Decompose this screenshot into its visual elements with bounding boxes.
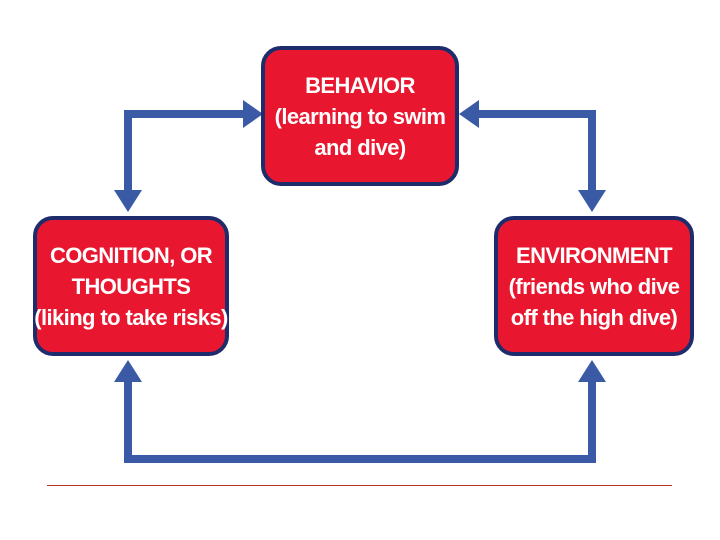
arrowhead-into-cognition-top bbox=[114, 190, 142, 212]
cognition-title-line2: THOUGHTS bbox=[71, 273, 191, 299]
arrowhead-into-behavior-right bbox=[459, 100, 479, 128]
cognition-title-line1: COGNITION, OR bbox=[49, 242, 213, 268]
behavior-title: BEHAVIOR bbox=[305, 72, 415, 98]
environment-detail-line1: (friends who dive bbox=[508, 273, 680, 299]
behavior-node: BEHAVIOR (learning to swim and dive) bbox=[261, 46, 459, 186]
behavior-detail-line1: (learning to swim bbox=[274, 103, 446, 129]
arrow-environment-behavior bbox=[479, 110, 596, 192]
arrow-cognition-environment bbox=[124, 382, 596, 463]
cognition-node: COGNITION, OR THOUGHTS (liking to take r… bbox=[33, 216, 229, 356]
arrowhead-into-environment-top bbox=[578, 190, 606, 212]
divider-line bbox=[47, 485, 672, 486]
environment-detail-line2: off the high dive) bbox=[510, 304, 678, 330]
environment-node: ENVIRONMENT (friends who dive off the hi… bbox=[494, 216, 694, 356]
environment-title: ENVIRONMENT bbox=[516, 242, 673, 268]
arrowhead-into-environment-bottom bbox=[578, 360, 606, 382]
arrowhead-into-cognition-bottom bbox=[114, 360, 142, 382]
arrowhead-into-behavior-left bbox=[243, 100, 263, 128]
cognition-detail: (liking to take risks) bbox=[34, 304, 228, 330]
behavior-detail-line2: and dive) bbox=[314, 134, 406, 160]
arrow-cognition-behavior bbox=[124, 110, 243, 192]
